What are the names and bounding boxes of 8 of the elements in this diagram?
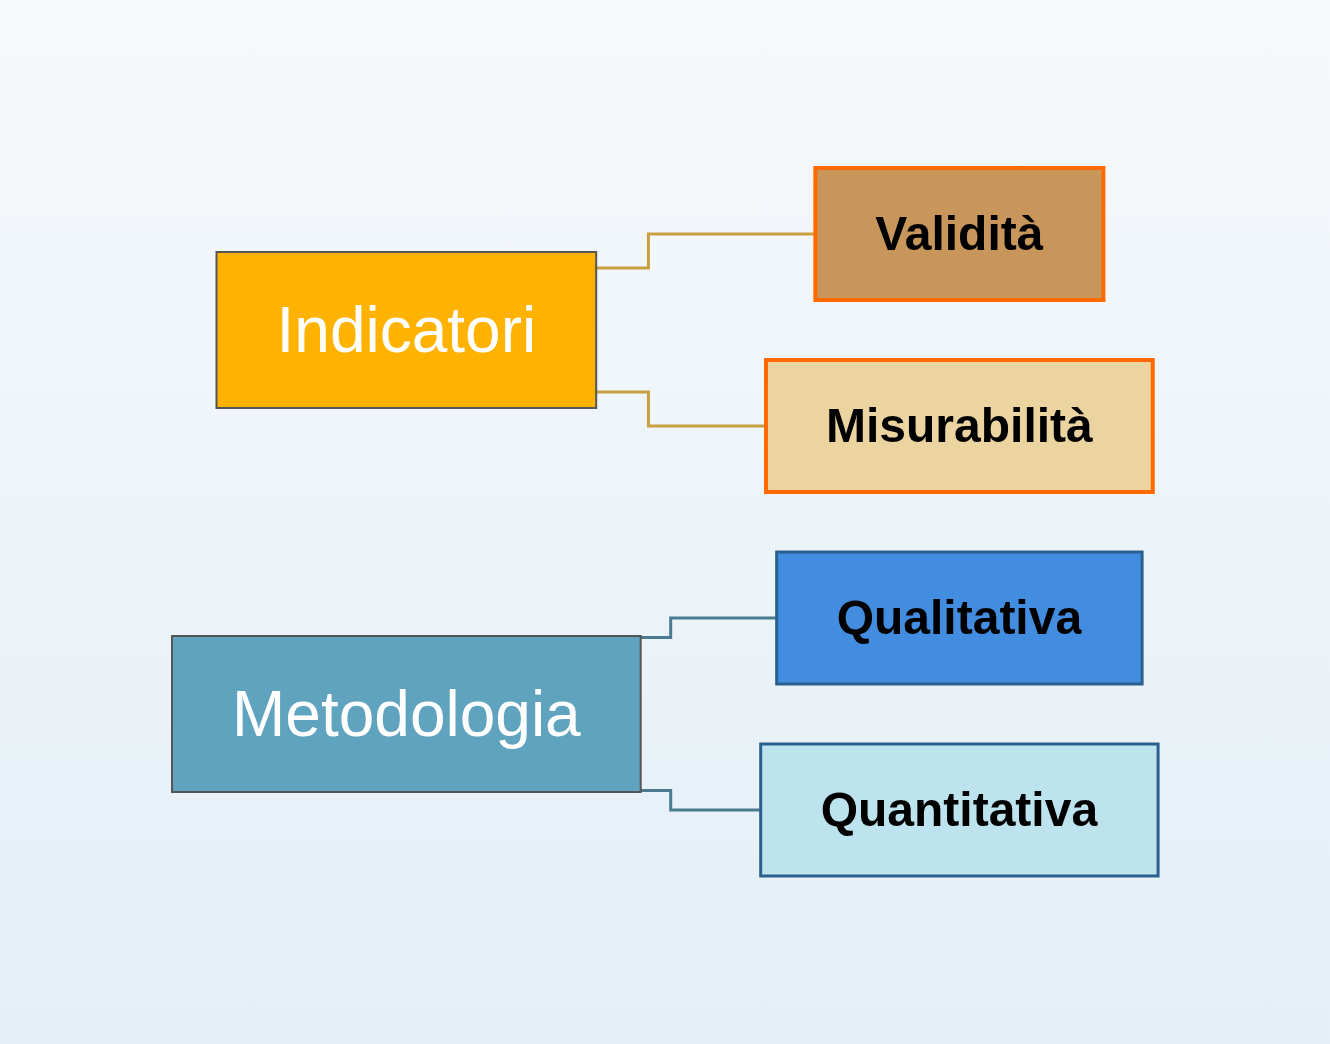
connector xyxy=(640,788,761,812)
node-box: Qualitativa xyxy=(775,550,1144,686)
node-box: Quantitativa xyxy=(759,742,1160,878)
connector xyxy=(640,616,777,640)
node-box: Misurabilità xyxy=(764,358,1155,494)
node-box: Metodologia xyxy=(170,635,642,793)
node-box: Indicatori xyxy=(215,251,598,409)
node-box: Validità xyxy=(813,166,1106,302)
